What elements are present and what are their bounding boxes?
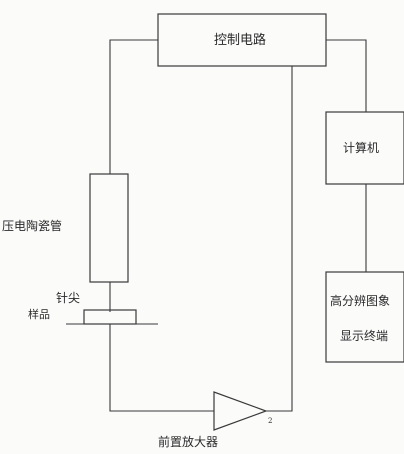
preamplifier-label: 前置放大器 xyxy=(158,434,218,449)
wire-control-to-computer xyxy=(326,39,367,112)
control-circuit-label: 控制电路 xyxy=(214,32,266,48)
display-terminal-label-line2: 显示终端 xyxy=(340,328,388,343)
tip-label: 针尖 xyxy=(56,290,80,305)
computer-label: 计算机 xyxy=(343,140,379,155)
computer-box xyxy=(325,111,404,185)
preamplifier-pin-label: 2 xyxy=(268,417,272,425)
wire-sample-to-preamp xyxy=(109,324,214,412)
preamplifier-symbol xyxy=(213,391,268,431)
sample-block xyxy=(83,309,137,325)
wire-preamp-to-control xyxy=(266,66,293,412)
wire-control-to-piezo xyxy=(109,39,158,174)
display-terminal-label-line1: 高分辨图象 xyxy=(330,293,390,308)
sample-label: 样品 xyxy=(28,307,50,321)
piezo-tube xyxy=(89,173,129,283)
piezo-tube-label: 压电陶瓷管 xyxy=(2,218,62,233)
display-terminal-box xyxy=(325,271,404,363)
